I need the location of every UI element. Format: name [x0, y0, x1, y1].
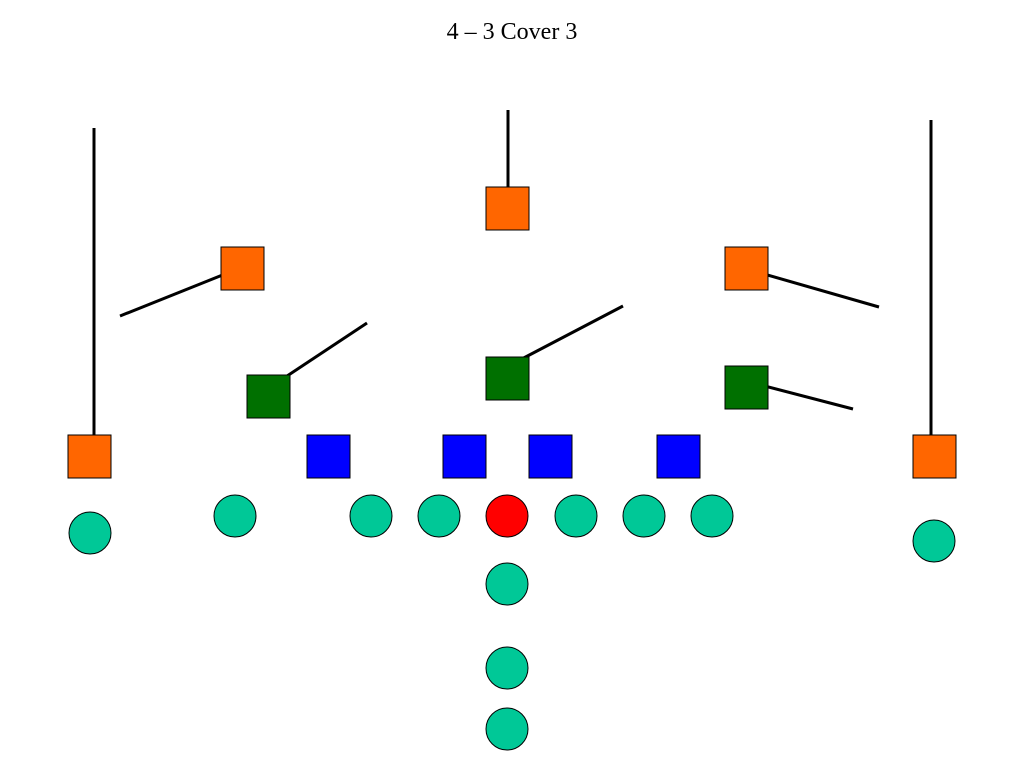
defensive-line: [306, 434, 701, 479]
middle-linebacker: [485, 356, 530, 401]
center: [485, 494, 529, 538]
left-defensive-end: [306, 434, 351, 479]
left-outside-linebacker: [246, 374, 291, 419]
free-safety: [485, 186, 530, 231]
middle-linebacker-hook-line: [515, 304, 624, 364]
left-guard: [417, 494, 461, 538]
fullback: [485, 646, 529, 690]
page-title: 4 – 3 Cover 3: [446, 19, 578, 45]
coverage-lines: [92, 110, 933, 456]
left-defensive-tackle: [442, 434, 487, 479]
slot-end: [690, 494, 734, 538]
left-tackle: [349, 494, 393, 538]
linebackers: [246, 356, 769, 419]
deep-defenders: [67, 186, 957, 479]
right-defensive-tackle: [528, 434, 573, 479]
right-safety: [724, 246, 769, 291]
halfback: [485, 707, 529, 751]
right-tackle: [622, 494, 666, 538]
offense: [68, 494, 956, 751]
right-safety-flat-line: [756, 270, 880, 309]
right-linebacker-curl-line: [756, 382, 854, 411]
quarterback: [485, 562, 529, 606]
left-cornerback: [67, 434, 112, 479]
left-safety-flat-line: [119, 270, 231, 318]
right-cornerback: [912, 434, 957, 479]
left-safety: [220, 246, 265, 291]
tight-end: [213, 494, 257, 538]
left-wide-receiver: [68, 511, 112, 555]
right-guard: [554, 494, 598, 538]
left-linebacker-hook-line: [277, 321, 368, 384]
right-defensive-end: [656, 434, 701, 479]
right-wide-receiver: [912, 519, 956, 563]
right-outside-linebacker: [724, 365, 769, 410]
